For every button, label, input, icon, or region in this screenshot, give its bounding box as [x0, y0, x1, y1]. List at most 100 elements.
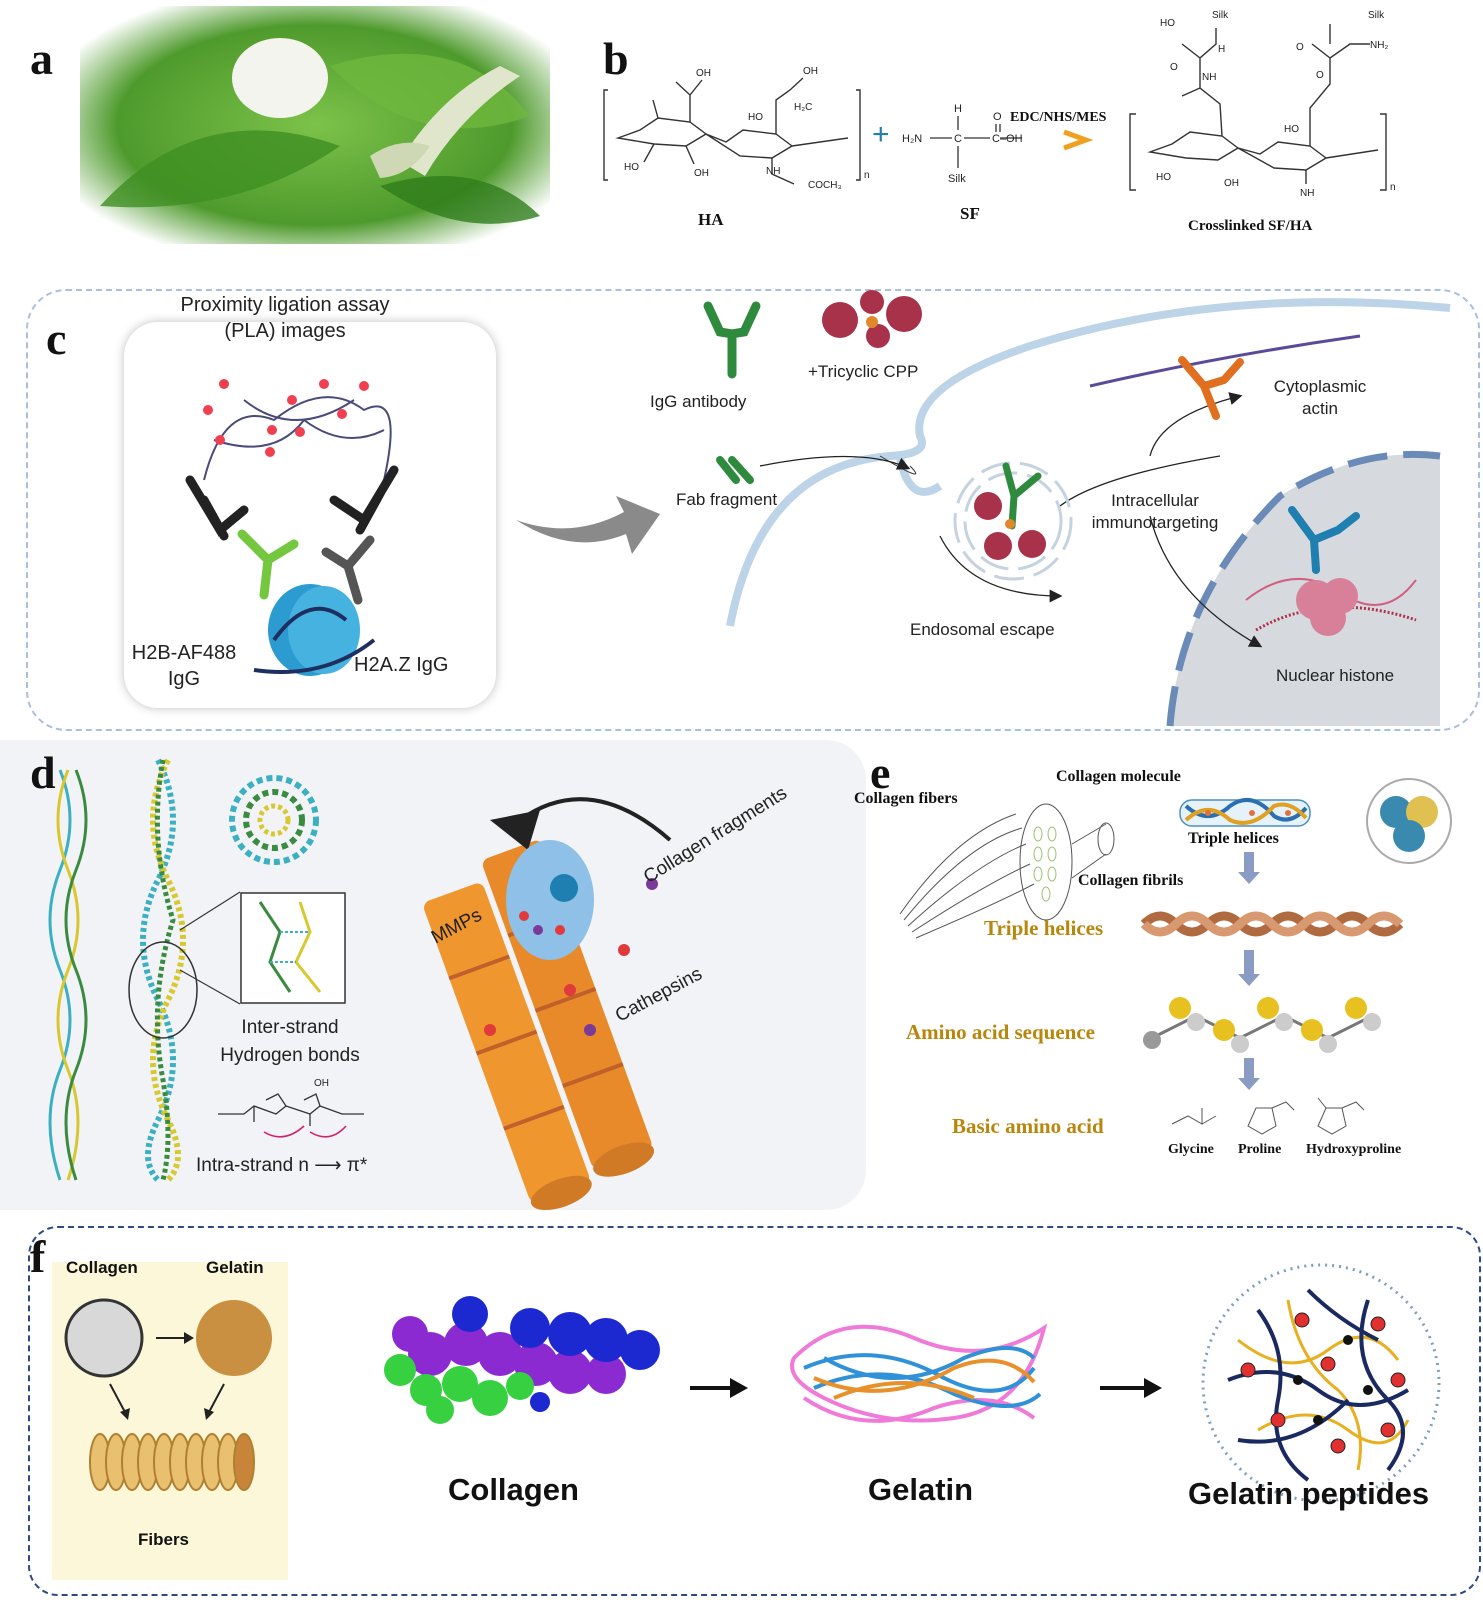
cl-ho2-label: HO	[1284, 124, 1299, 135]
panel-c-label: c	[46, 313, 67, 364]
igg-antibody-icon	[703, 301, 761, 379]
ha-label: HA	[698, 210, 724, 229]
fab-fragment-label: Fab fragment	[676, 490, 778, 509]
panel-c-frame	[26, 289, 1480, 731]
silkworm-cocoon-photo	[80, 6, 550, 244]
curved-arrow	[516, 496, 660, 554]
ha-oh2-label: OH	[803, 66, 818, 77]
proline-label: Proline	[1238, 1142, 1282, 1157]
proline-oh-label: OH	[314, 1078, 329, 1089]
endosomal-escape-label: Endosomal escape	[910, 620, 1055, 639]
amino-acid-chain	[1143, 997, 1381, 1053]
sf-h-label: H	[954, 103, 962, 115]
collagen-strands	[48, 769, 88, 1181]
down-arrow-1	[1244, 852, 1254, 874]
ha-ho2-label: HO	[624, 162, 639, 173]
ha-h2c-label: H₂C	[794, 102, 812, 113]
inset-gelatin-label: Gelatin	[206, 1258, 264, 1277]
triple-helix-tube-icon	[1179, 797, 1311, 827]
arrow-gelatin-peptides	[1100, 1386, 1148, 1390]
cl-nh-label: NH	[1202, 72, 1216, 83]
cl-silk-label: Silk	[1212, 10, 1229, 21]
pla-title: Proximity ligation assay (PLA) images	[180, 294, 390, 342]
panel-e-label: e	[870, 747, 891, 798]
panel-f-label: f	[30, 1231, 46, 1282]
amino-acid-structures	[1171, 1097, 1365, 1135]
triple-helices-label: Triple helices	[984, 916, 1104, 940]
fab-fragment-icon	[716, 456, 754, 484]
ha-nh-label: NH	[766, 166, 780, 177]
zoom-lines	[179, 891, 241, 1005]
down-arrow-2	[1244, 950, 1254, 976]
down-arrow-1-head	[1238, 872, 1260, 884]
amino-acid-sequence-label: Amino acid sequence	[906, 1020, 1095, 1044]
gelatin-label: Gelatin	[868, 1472, 974, 1507]
nuclear-histone-icon	[1245, 506, 1417, 636]
ha-structure: OH OH HO H₂C HO OH NH COCH₃ n	[603, 66, 870, 191]
ha-coch3-label: COCH₃	[808, 180, 842, 191]
collagen-fibril-degradation	[424, 797, 672, 1211]
down-arrow-3-head	[1238, 1078, 1260, 1090]
actin-antibody-icon	[1178, 356, 1244, 420]
ha-oh-label: OH	[696, 68, 711, 79]
hbonds-label: Inter-strand Hydrogen bonds	[220, 1017, 360, 1066]
hydroxyproline-label: Hydroxyproline	[1306, 1142, 1402, 1157]
collagen-molecule-label: Collagen molecule	[1056, 768, 1181, 785]
tricyclic-cpp-icon	[822, 290, 922, 348]
panel-b-label: b	[603, 33, 629, 84]
sf-structure: H H₂N C O C–OH Silk	[902, 103, 1023, 185]
cytoplasmic-actin-label: Cytoplasmic actin	[1273, 377, 1367, 418]
cl-o3-label: O	[1316, 70, 1324, 81]
sf-coh-label: C–OH	[992, 133, 1023, 145]
ha-n-label: n	[864, 170, 870, 181]
gelatin-coils	[790, 1323, 1048, 1423]
crosslinked-structure: HO Silk H NH O O Silk NH₂ O HO HO OH NH …	[1129, 10, 1396, 199]
igg-antibody-label: IgG antibody	[650, 392, 747, 411]
collagen-gelatin-conversion	[64, 1298, 272, 1491]
helix-cross-section-icon	[1366, 778, 1452, 864]
sf-label: SF	[960, 204, 980, 223]
cl-nh3-label: NH	[1300, 188, 1314, 199]
panel-d-frame	[0, 740, 866, 1210]
cl-silk2-label: Silk	[1368, 10, 1385, 21]
proline-chain-structure: OH	[218, 1078, 364, 1138]
arrow-collagen-gelatin	[690, 1386, 734, 1390]
arrow-collagen-gelatin-head	[730, 1378, 748, 1398]
tricyclic-cpp-label: +Tricyclic CPP	[808, 362, 919, 381]
crosslinked-label: Crosslinked SF/HA	[1188, 218, 1313, 234]
ha-oh3-label: OH	[694, 168, 709, 179]
basic-amino-acid-label: Basic amino acid	[952, 1114, 1104, 1138]
down-arrow-2-head	[1238, 974, 1260, 986]
cl-ho-label: HO	[1160, 18, 1175, 29]
down-arrow-3	[1244, 1058, 1254, 1080]
cl-n-label: n	[1390, 182, 1396, 193]
hbond-zoom-box	[240, 892, 346, 1004]
endosome-icon	[953, 461, 1073, 581]
plus-sign: +	[872, 118, 890, 151]
collagen-label: Collagen	[448, 1472, 579, 1507]
sf-c-label: C	[954, 133, 962, 145]
reaction-arrow	[1063, 129, 1094, 151]
h2az-label: H2A.Z IgG	[354, 654, 449, 676]
collagen-fibers-label: Collagen fibers	[854, 790, 958, 807]
intracellular-label: Intracellular immunotargeting	[1091, 491, 1219, 532]
triple-helices-top-label: Triple helices	[1188, 830, 1279, 847]
panel-f-frame	[28, 1226, 1481, 1596]
gelatin-peptides-label: Gelatin peptides	[1188, 1476, 1430, 1511]
cl-oh-label: OH	[1224, 178, 1239, 189]
cl-o-label: O	[1170, 62, 1178, 73]
h2b-label: H2B-AF488 IgG	[131, 642, 237, 690]
triple-helix-rope	[1140, 911, 1404, 937]
cl-nh2-label: NH₂	[1370, 40, 1388, 51]
ha-ho-label: HO	[748, 112, 763, 123]
reagent-label: EDC/NHS/MES	[1010, 110, 1107, 125]
glycine-label: Glycine	[1168, 1142, 1214, 1157]
collagen-ball-stick	[128, 758, 198, 1183]
gelatin-peptides-network	[1201, 1263, 1441, 1503]
nuclear-histone-label: Nuclear histone	[1276, 666, 1395, 685]
collagen-cross-section	[229, 775, 319, 865]
inset-collagen-label: Collagen	[66, 1258, 138, 1277]
sf-h2n-label: H₂N	[902, 133, 922, 145]
cl-ch-label: H	[1218, 44, 1225, 55]
collagen-spacefill-model	[384, 1296, 660, 1424]
